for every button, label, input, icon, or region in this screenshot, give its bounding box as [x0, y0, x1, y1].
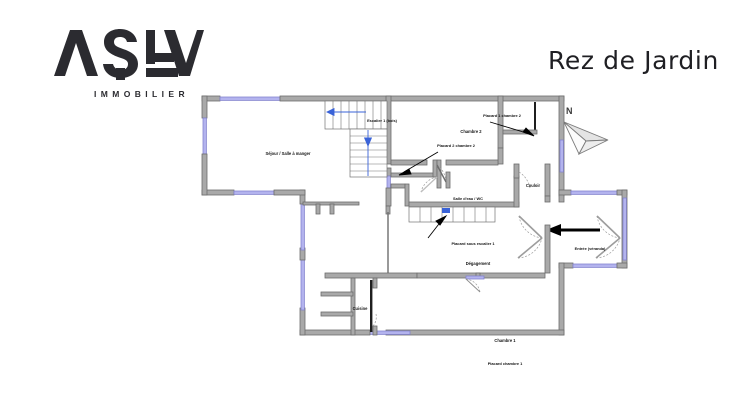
wall-group-exterior: [201, 95, 628, 336]
room-label-salle-eau-wc: Salle d'eau / WC: [453, 196, 483, 201]
wall-group-interior: [302, 95, 551, 336]
brand-logo-block: IMMOBILIER: [52, 28, 227, 99]
room-label-chambre1: Chambre 1: [494, 338, 516, 343]
staircase-1: [324, 100, 388, 178]
room-label-escalier1: Escalier 1 (bois): [367, 118, 398, 123]
room-label-cuisine: Cuisine: [353, 306, 369, 311]
room-label-sejour: Séjour / Salle à manger: [265, 151, 310, 156]
room-label-placard-ch1: Placard chambre 1: [488, 361, 523, 366]
floor-plan-drawing: .w { fill:#a9a9a9; stroke:#6d6d6d; strok…: [190, 80, 630, 366]
aslv-logo-icon: [54, 29, 204, 80]
room-label-placard-sous-esc: Placard sous escalier 1: [451, 241, 495, 246]
room-label-chambre2: Chambre 2: [460, 129, 482, 134]
room-label-placard2-ch2: Placard 2 chambre 2: [437, 143, 476, 148]
left-arrow-icon: [546, 224, 600, 236]
plan-svg: .w { fill:#a9a9a9; stroke:#6d6d6d; strok…: [201, 95, 628, 366]
room-labels: Séjour / Salle à manger Escalier 1 (bois…: [265, 113, 606, 366]
room-label-couloir: Couloir: [526, 183, 541, 188]
room-label-degagement: Dégagement: [466, 261, 491, 266]
compass-arrow-icon: [563, 121, 609, 156]
compass-north-label: N: [566, 106, 573, 116]
entrance-direction-arrow: [544, 222, 602, 238]
leader-lines: [398, 121, 535, 239]
compass-rose: N: [556, 106, 618, 164]
placard-sous-escalier-detail: [408, 206, 496, 223]
page-title: Rez de Jardin: [548, 46, 719, 75]
brand-tagline: IMMOBILIER: [94, 89, 189, 99]
room-label-entree-veranda: Entrée (véranda): [575, 246, 606, 251]
room-label-placard1-ch2: Placard 1 chambre 2: [483, 113, 522, 118]
door-swings: [372, 164, 621, 327]
